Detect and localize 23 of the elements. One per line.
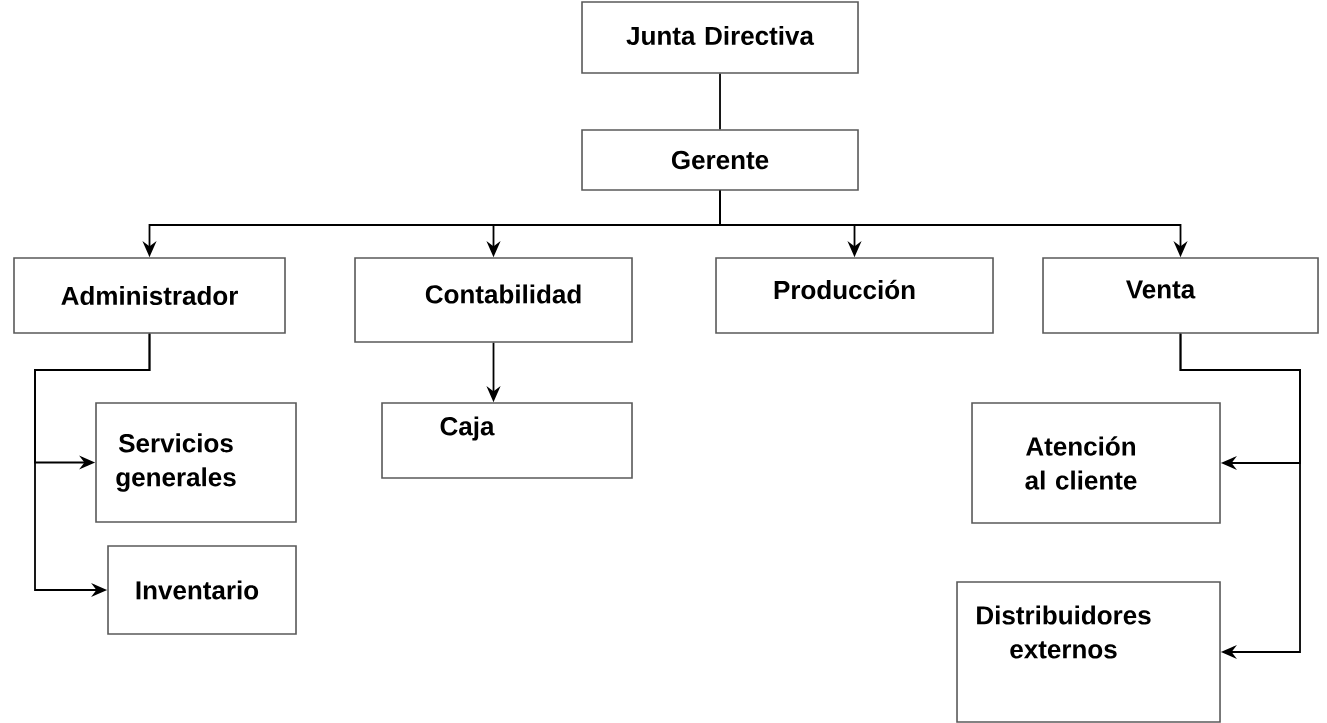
box-label: Venta	[1126, 280, 1196, 299]
org-box	[581, 129, 859, 191]
box-label: Contabilidad	[425, 284, 581, 304]
org-box	[971, 402, 1221, 524]
org-box	[1042, 257, 1319, 334]
box-label: Gerente	[671, 150, 769, 170]
org-box	[95, 402, 297, 523]
box-label: Producción	[774, 279, 915, 300]
org-box	[956, 581, 1221, 723]
org-box	[107, 545, 297, 635]
org-box	[13, 257, 286, 334]
box-label: Distribuidores externos	[977, 605, 1151, 659]
connector-arrow	[1179, 332, 1301, 660]
box-label: Servicios generales	[116, 433, 236, 492]
box-label: Atención al cliente	[1025, 436, 1137, 490]
org-box	[381, 402, 633, 479]
org-box	[715, 257, 994, 334]
box-label: Inventario	[136, 580, 259, 600]
box-label: Caja	[440, 416, 495, 441]
box-label: Junta Directiva	[626, 25, 815, 46]
org-box	[354, 257, 633, 343]
org-box	[581, 1, 859, 74]
box-label: Administrador	[61, 285, 238, 306]
